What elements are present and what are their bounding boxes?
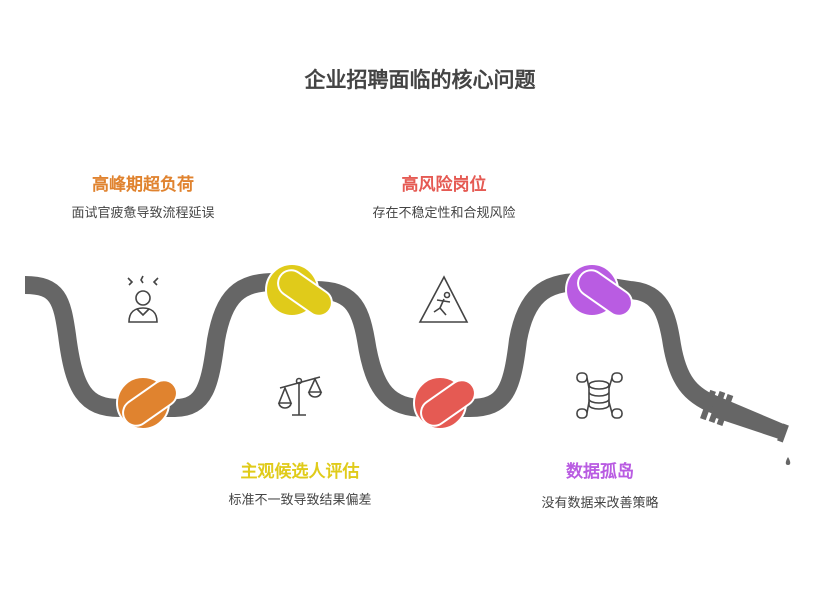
item-heading: 高风险岗位: [401, 175, 487, 195]
hose: [24, 272, 719, 417]
stressed-person-icon: [127, 275, 159, 323]
knot-orange: [116, 376, 178, 430]
item-description: 面试官疲惫导致流程延误: [71, 206, 215, 221]
slip-warning-icon: [418, 275, 469, 323]
knot-red: [413, 376, 476, 430]
item-description: 存在不稳定性和合规风险: [372, 206, 516, 221]
nozzle: [700, 389, 789, 443]
balance-scale-icon: [277, 376, 323, 416]
knot-yellow: [265, 263, 333, 317]
water-drop-icon: [785, 457, 791, 465]
item-heading: 主观候选人评估: [240, 462, 360, 482]
item-description: 没有数据来改善策略: [541, 496, 659, 511]
item-heading: 高峰期超负荷: [92, 175, 194, 195]
database-network-icon: [576, 372, 623, 419]
page-title: 企业招聘面临的核心问题: [304, 68, 536, 92]
knot-purple: [565, 263, 633, 317]
item-heading: 数据孤岛: [566, 462, 634, 482]
item-description: 标准不一致导致结果偏差: [228, 493, 372, 508]
